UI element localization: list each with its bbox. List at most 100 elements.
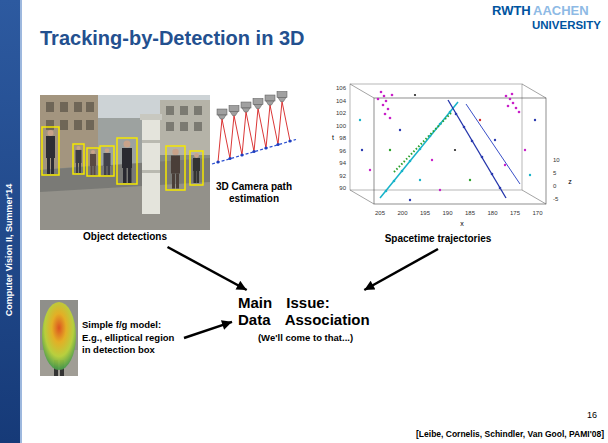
street-photo: [190, 151, 203, 185]
street-photo: [86, 102, 94, 112]
logo-text: AACHEN: [533, 4, 589, 18]
spacetime-plot: [414, 94, 416, 96]
axis-tick: 170: [532, 210, 542, 217]
node-text: Spacetime trajectories: [318, 233, 558, 245]
spacetime-plot: [524, 149, 526, 151]
node-text: Simple f/g model: E.g., elliptical regio…: [82, 319, 180, 356]
street-photo: [180, 106, 188, 115]
axis-tick: 5: [553, 170, 556, 177]
node-text: Main Issue: Data Association: [238, 294, 373, 329]
side-band: [0, 0, 22, 443]
camera-path-illustration: [282, 102, 290, 142]
street-photo: [128, 168, 132, 183]
spacetime-plot: [389, 149, 391, 151]
camera-path-illustration: [217, 109, 227, 115]
axis-tick: 100: [336, 122, 346, 129]
street-photo: [105, 148, 110, 153]
spacetime-plot: [509, 98, 512, 101]
street-photo: [91, 166, 93, 175]
street-photo: [91, 150, 95, 154]
axis-tick: -5: [553, 196, 558, 203]
plot-panel: Spacetime trajectories: [318, 78, 558, 249]
course-label: Computer Vision II, Summer'14: [5, 184, 15, 317]
spacetime-plot: [449, 111, 452, 114]
spacetime-plot: [494, 139, 496, 141]
spacetime-plot: [359, 111, 531, 193]
spacetime-plot: [374, 98, 546, 204]
axis-tick: 92: [339, 172, 346, 179]
street-photo: [86, 120, 94, 130]
camera-path-illustration: [265, 95, 275, 101]
node-text: Object detections: [40, 231, 210, 243]
spacetime-plot: [505, 95, 508, 98]
spacetime-plot: [522, 84, 546, 98]
camera-path-illustration: [212, 92, 296, 165]
street-photo: [76, 163, 78, 173]
camera-path-illustration: [218, 102, 290, 163]
axis-label: x: [460, 220, 464, 228]
spacetime-plot: [534, 119, 536, 121]
street-photo: [142, 140, 160, 143]
street-photo: [172, 149, 178, 155]
spacetime-plot: [469, 179, 471, 181]
spacetime-plot: [511, 93, 514, 96]
street-photo: [194, 106, 202, 115]
spacetime-plot: [387, 108, 390, 111]
street-photo: [194, 171, 197, 183]
spacetime-plot: [350, 190, 374, 204]
spacetime-plot: [504, 164, 506, 166]
arrow-connector: [168, 247, 247, 290]
spacetime-plot: [409, 199, 411, 201]
spacetime-plot: [454, 149, 456, 151]
axis-tick: 175: [510, 210, 520, 217]
axis-tick: 90: [339, 185, 346, 192]
spacetime-plot: [389, 149, 471, 181]
spacetime-plot: [377, 98, 380, 101]
page-number: 16: [587, 411, 597, 421]
street-photo: [46, 136, 55, 158]
camera-path-illustration: [240, 153, 243, 156]
spacetime-plot: [361, 149, 363, 151]
axis-tick: 106: [336, 85, 346, 92]
citation: [Leibe, Cornelis, Schindler, Van Gool, P…: [416, 430, 604, 439]
fg-model-panel: Simple f/g model: E.g., elliptical regio…: [38, 299, 184, 377]
spacetime-plot: [350, 84, 546, 204]
spacetime-plot: [359, 119, 361, 121]
camera-path-illustration: [212, 140, 296, 165]
spacetime-plot: [380, 91, 383, 94]
axis-label: t: [332, 134, 334, 142]
street-photo: [176, 174, 179, 189]
spacetime-plot: [401, 170, 404, 173]
street-photo: [46, 102, 54, 112]
street-photo: [60, 120, 68, 130]
camera-path-illustration: [228, 157, 231, 160]
street-photo: [180, 122, 188, 131]
slide-title: Tracking-by-Detection in 3D: [40, 27, 305, 50]
spacetime-plot: [399, 129, 401, 131]
spacetime-plot: [385, 100, 388, 103]
spacetime-plot: [491, 173, 494, 176]
street-photo: [166, 146, 185, 190]
street-photo: [166, 122, 174, 131]
camera-path-illustration: [288, 139, 291, 142]
camera-path-illustration: [277, 92, 287, 98]
spacetime-plot: [507, 105, 510, 108]
spacetime-plot: [394, 112, 452, 172]
camera-path-illustration: [218, 115, 226, 119]
axis-tick: 180: [487, 210, 497, 217]
street-photo: [194, 153, 199, 158]
street-photo: [104, 153, 111, 166]
camera-path-illustration: [254, 109, 258, 152]
street-photo: [197, 171, 200, 183]
spacetime-plot: [419, 148, 422, 151]
camera-path-illustration: [217, 92, 287, 120]
axis-tick: 10: [553, 157, 560, 164]
street-photo: [87, 148, 99, 176]
arrow-connector: [364, 249, 438, 290]
axis-tick: 102: [336, 110, 346, 117]
street-photo: [48, 130, 54, 136]
street-photo: [194, 122, 202, 131]
photo-panel: Object detections: [40, 95, 210, 247]
spacetime-plot: [518, 111, 521, 114]
